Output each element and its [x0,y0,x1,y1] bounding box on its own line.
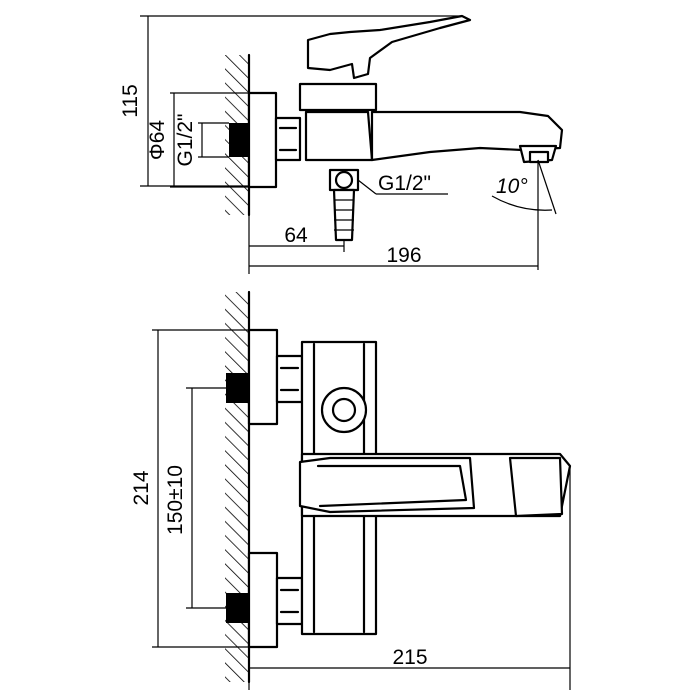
dim-outlet-thread: G1/2" [378,172,431,195]
wall-flange-top [247,91,278,189]
dim-height-115: 115 [119,84,142,117]
dim-diameter-64: Φ64 [146,120,169,160]
dim-height-214: 214 [130,470,153,505]
dim-length-196: 196 [386,244,421,267]
wall-hatch-front [225,292,249,682]
mixer-body-top [298,82,378,112]
upper-connector-nut [275,354,304,404]
front-view: 214 150±10 215 [130,290,572,690]
lower-flange [247,551,279,649]
connector-nut-top [274,116,302,162]
inlet-thread-top [229,123,249,157]
top-view: 115 Φ64 G1/2" G1/2" 10° 64 196 [119,14,564,274]
lever-handle-top [306,14,472,80]
dim-angle-10: 10° [496,175,528,198]
dim-inlet-thread: G1/2" [174,114,197,167]
upper-flange [247,328,279,426]
lower-connector-nut [275,576,304,626]
spout-tip-front [508,456,564,518]
lever-handle-front [298,456,476,514]
dim-offset-64: 64 [284,224,308,247]
diverter-knob [320,386,368,434]
dim-spacing-150: 150±10 [164,465,187,535]
hose-barb [332,188,356,242]
dim-length-215: 215 [392,646,427,669]
